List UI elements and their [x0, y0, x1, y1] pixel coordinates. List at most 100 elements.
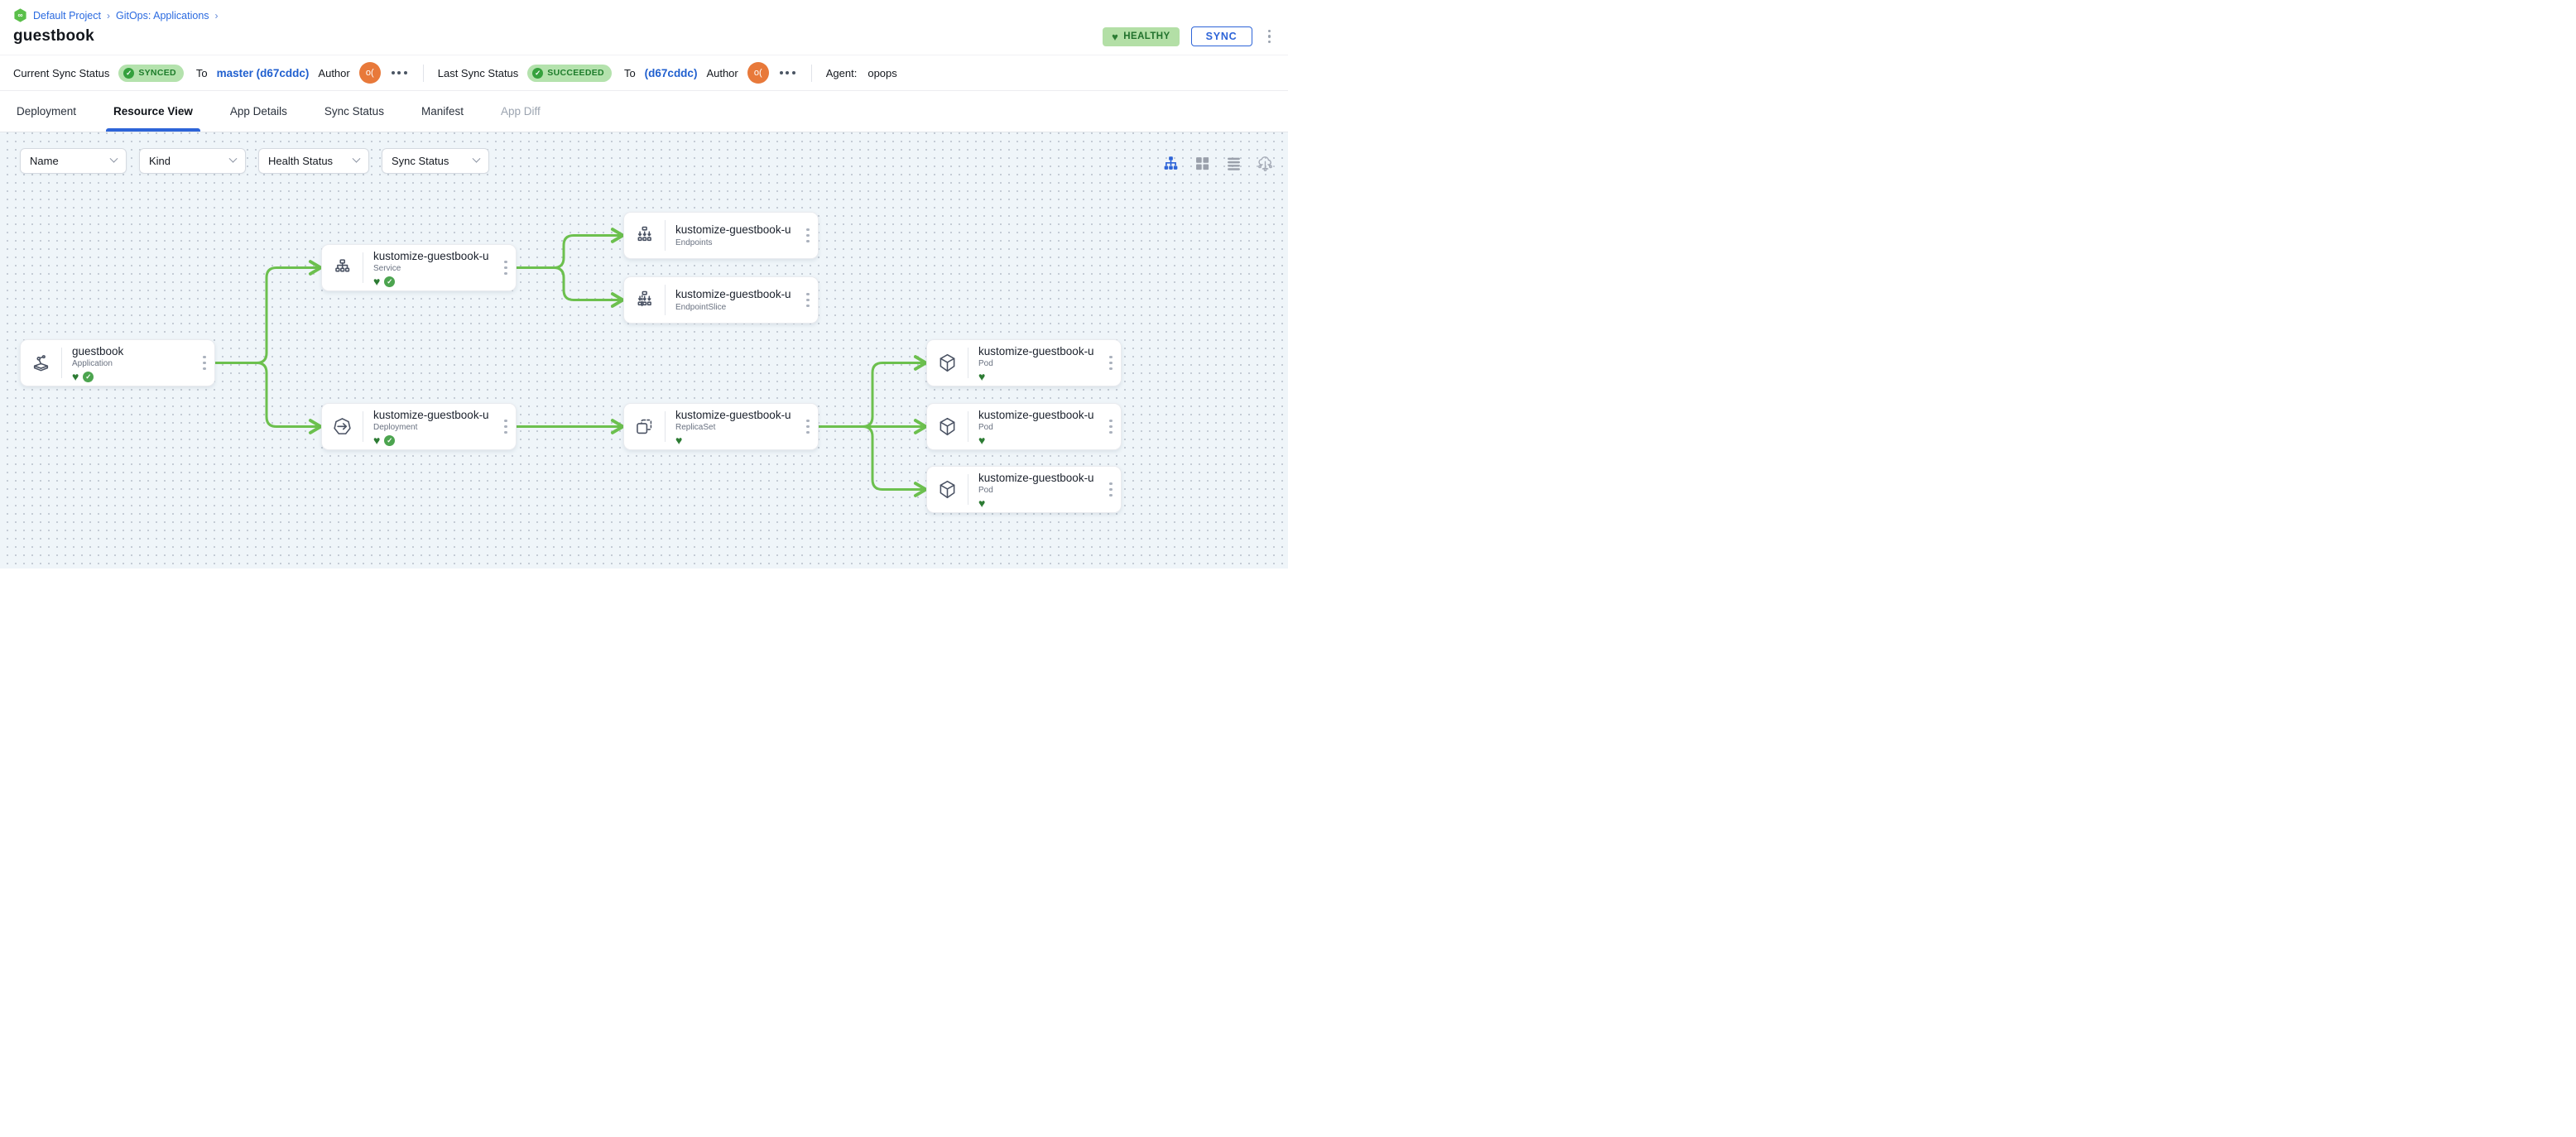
pod-icon [927, 404, 968, 449]
list-view-button[interactable] [1224, 154, 1243, 173]
node-menu-kebab-button[interactable] [496, 245, 516, 290]
resource-node-replicaset[interactable]: kustomize-guestbook-ui-...ReplicaSet♥ [623, 403, 819, 450]
edge-svc-eps [515, 266, 625, 308]
edge-app-dep [214, 362, 323, 434]
grid-view-button[interactable] [1193, 154, 1212, 173]
author-avatar: o( [747, 62, 769, 84]
resource-name: kustomize-guestbook-ui-... [675, 287, 791, 300]
healthy-heart-icon: ♥ [72, 369, 79, 383]
resource-node-body: kustomize-guestbook-ui-...Pod ♥ [968, 467, 1101, 512]
cloud-view-button[interactable] [1256, 154, 1275, 173]
tab-deployment[interactable]: Deployment [17, 105, 77, 118]
sync-button[interactable]: SYNC [1190, 26, 1252, 46]
tab-bar: Deployment Resource View App Details Sync S… [0, 91, 1288, 132]
check-icon: ✓ [123, 67, 135, 79]
endpoints-icon [624, 213, 665, 258]
tab-resource-view[interactable]: Resource View [106, 91, 200, 132]
last-commit-link[interactable]: (d67cddc) [644, 66, 698, 79]
succeeded-status-text: SUCCEEDED [547, 68, 604, 78]
agent-label: Agent: [825, 66, 858, 79]
succeeded-status-badge: ✓ SUCCEEDED [527, 64, 612, 82]
breadcrumb-apps-link[interactable]: GitOps: Applications [115, 9, 209, 22]
resource-node-endpointslice[interactable]: kustomize-guestbook-ui-...EndpointSlice [623, 276, 819, 324]
resource-kind: Pod [978, 422, 993, 432]
resource-name: kustomize-guestbook-ui-... [978, 409, 1094, 421]
resource-node-pod[interactable]: kustomize-guestbook-ui-...Pod♥ [926, 339, 1122, 386]
filter-label: Health Status [268, 155, 334, 167]
filter-name[interactable]: Name [20, 148, 127, 174]
healthy-heart-icon: ♥ [978, 369, 986, 383]
filter-bar: Name Kind Health Status Sync Status [20, 148, 489, 174]
node-menu-kebab-button[interactable] [1101, 340, 1121, 386]
resource-kind: Deployment [373, 422, 418, 432]
resource-status-icons: ♥✓ [72, 369, 188, 383]
view-mode-toolbar [1161, 154, 1275, 173]
synced-check-icon: ✓ [83, 371, 94, 382]
pod-icon [927, 340, 968, 386]
synced-check-icon: ✓ [384, 276, 396, 287]
edge-svc-ep [515, 228, 625, 269]
tab-app-details[interactable]: App Details [229, 105, 287, 118]
resource-status-icons: ♥ [675, 433, 791, 447]
node-menu-kebab-button[interactable] [798, 277, 818, 323]
healthy-heart-icon: ♥ [978, 433, 986, 447]
filter-kind[interactable]: Kind [139, 148, 246, 174]
filter-sync-status[interactable]: Sync Status [382, 148, 489, 174]
tab-sync-status[interactable]: Sync Status [324, 105, 384, 118]
divider [61, 348, 62, 378]
node-menu-kebab-button[interactable] [195, 340, 214, 386]
resource-name: guestbook [72, 345, 124, 357]
devtron-logo-icon: ∞ [14, 8, 26, 22]
resource-node-pod[interactable]: kustomize-guestbook-ui-...Pod♥ [926, 403, 1122, 450]
svg-text:∞: ∞ [17, 11, 22, 19]
deployment-icon [322, 404, 363, 449]
resource-node-body: kustomize-guestbook-ui-...Pod♥ [968, 340, 1101, 386]
resource-name: kustomize-guestbook-ui-... [978, 472, 1094, 484]
service-icon [322, 245, 363, 290]
filter-health-status[interactable]: Health Status [258, 148, 369, 174]
resource-node-pod[interactable]: kustomize-guestbook-ui-...Pod ♥ [926, 466, 1122, 513]
node-menu-kebab-button[interactable] [1101, 467, 1121, 512]
breadcrumb-separator: › [106, 9, 110, 22]
sync-status-bar: Current Sync Status ✓ SYNCED To master (… [0, 55, 1288, 91]
author-label: Author [706, 66, 738, 79]
synced-check-icon: ✓ [384, 434, 396, 446]
tab-manifest[interactable]: Manifest [421, 105, 464, 118]
commit-details-more-button[interactable] [778, 68, 797, 78]
commit-details-more-button[interactable] [390, 68, 409, 78]
replicaset-icon [624, 404, 665, 449]
to-label: To [623, 66, 636, 79]
node-menu-kebab-button[interactable] [798, 404, 818, 449]
resource-status-icons: ♥ [978, 497, 1094, 509]
divider [810, 64, 812, 82]
current-commit-link[interactable]: master (d67cddc) [216, 66, 310, 79]
app-menu-kebab-button[interactable] [1264, 27, 1276, 46]
healthy-heart-icon: ♥ [675, 433, 683, 447]
breadcrumb-project-link[interactable]: Default Project [33, 9, 101, 22]
resource-status-icons: ♥✓ [373, 433, 489, 447]
resource-kind: Pod [978, 485, 993, 495]
node-menu-kebab-button[interactable] [496, 404, 516, 449]
tree-view-button[interactable] [1161, 154, 1180, 173]
pod-icon [927, 467, 968, 512]
resource-node-body: kustomize-guestbook-ui-...ReplicaSet♥ [666, 404, 798, 449]
node-menu-kebab-button[interactable] [1101, 404, 1121, 449]
gitops-app-window: ∞ Default Project › GitOps: Applications… [0, 0, 1288, 568]
resource-status-icons: ♥ [978, 433, 1094, 447]
filter-label: Name [30, 155, 59, 167]
edge-rs-pod1 [817, 355, 928, 428]
node-menu-kebab-button[interactable] [798, 213, 818, 258]
healthy-heart-icon: ♥ [373, 433, 381, 447]
chevron-down-icon [228, 154, 238, 163]
chevron-down-icon [109, 154, 118, 163]
resource-kind: Service [373, 263, 401, 273]
resource-kind: Application [72, 358, 113, 368]
